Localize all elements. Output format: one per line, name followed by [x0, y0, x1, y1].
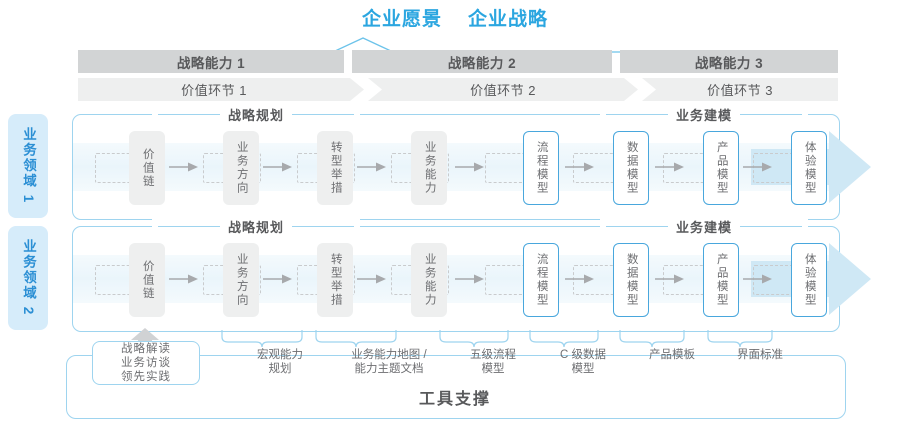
arrow-icon-r1-1: [169, 162, 198, 172]
arrow-icon-r2-1: [169, 274, 198, 284]
value-chain-label-2: 价值环节 2: [470, 83, 536, 98]
tool-caption-c-level-data-model: C 级数据模型: [560, 349, 606, 375]
capability-label-1: 战略能力 1: [176, 55, 246, 71]
arrow-icon-r1-3: [357, 162, 386, 172]
node-r1-business-direction[interactable]: 业务方向: [223, 131, 259, 205]
domain-label-1[interactable]: 业务领域 1: [8, 114, 48, 218]
node-r1-product-model[interactable]: 产品模型: [703, 131, 739, 205]
section-title-modeling-r2: 业务建模: [676, 219, 733, 235]
arrow-icon-r1-4: [455, 162, 484, 172]
tool-caption-capability-map-docs: 业务能力地图 /能力主题文档: [351, 349, 427, 375]
arrow-icon-r1-7: [743, 162, 772, 172]
node-r1-value-chain[interactable]: 价值链: [129, 131, 165, 205]
node-r2-business-capability[interactable]: 业务能力: [411, 243, 447, 317]
tool-caption-product-template: 产品模板: [649, 349, 695, 361]
tool-support-container: [66, 355, 846, 419]
tool-pill-line-3: 领先实践: [121, 371, 171, 383]
node-r1-process-model[interactable]: 流程模型: [523, 131, 559, 205]
tool-pill-strategy-inputs[interactable]: 战略解读 业务访谈 领先实践: [92, 341, 200, 385]
section-caption-modeling-row2: 业务建模: [600, 218, 809, 235]
section-line-right-icon: [292, 113, 355, 115]
section-line-left-icon: [606, 113, 668, 115]
node-r2-experience-model[interactable]: 体验模型: [791, 243, 827, 317]
value-chain-label-1: 价值环节 1: [181, 83, 247, 98]
value-chain-label-3: 价值环节 3: [707, 83, 773, 98]
node-r1-data-model[interactable]: 数据模型: [613, 131, 649, 205]
section-title-planning-r2: 战略规划: [228, 219, 285, 235]
business-domain-row-2: 价值链 业务方向 转型举措 业务能力 流程模型 数据模型 产品模型 体验模型: [72, 226, 871, 332]
enterprise-strategy-title: 企业战略: [468, 9, 549, 30]
value-chain-chevron-3[interactable]: 价值环节 3: [642, 78, 838, 101]
capability-bar-3[interactable]: 战略能力 3: [620, 50, 838, 73]
node-r1-transformation-measures[interactable]: 转型举措: [317, 131, 353, 205]
enterprise-vision-title: 企业愿景: [361, 9, 442, 30]
section-line-left-icon: [158, 225, 220, 227]
section-line-right-icon: [292, 225, 355, 227]
section-title-modeling-r1: 业务建模: [676, 107, 733, 123]
capability-label-3: 战略能力 3: [694, 55, 764, 71]
arrow-icon-r1-5: [565, 162, 594, 172]
tool-caption-five-level-process-model: 五级流程模型: [470, 349, 516, 375]
tool-pill-line-1: 战略解读: [121, 343, 171, 355]
arrow-icon-r2-3: [357, 274, 386, 284]
node-r2-business-direction[interactable]: 业务方向: [223, 243, 259, 317]
arrow-icon-r2-5: [565, 274, 594, 284]
node-r2-product-model[interactable]: 产品模型: [703, 243, 739, 317]
value-chain-chevron-2[interactable]: 价值环节 2: [368, 78, 638, 101]
section-line-right-icon: [740, 225, 803, 227]
node-r2-process-model[interactable]: 流程模型: [523, 243, 559, 317]
section-caption-planning-row1: 战略规划: [152, 106, 361, 123]
node-r2-transformation-measures[interactable]: 转型举措: [317, 243, 353, 317]
section-caption-modeling-row1: 业务建模: [600, 106, 809, 123]
capability-bar-2[interactable]: 战略能力 2: [352, 50, 612, 73]
node-r1-business-capability[interactable]: 业务能力: [411, 131, 447, 205]
node-r1-experience-model[interactable]: 体验模型: [791, 131, 827, 205]
arrow-icon-r1-6: [655, 162, 684, 172]
arrow-icon-r2-6: [655, 274, 684, 284]
tool-support-title: 工具支撑: [418, 391, 491, 408]
business-domain-row-1: 价值链 业务方向 转型举措 业务能力 流程模型 数据模型 产品模型 体验模型: [72, 114, 871, 220]
tool-caption-macro-capability-planning: 宏观能力规划: [257, 349, 303, 375]
arrow-icon-r2-2: [263, 274, 292, 284]
section-line-left-icon: [606, 225, 668, 227]
node-r2-data-model[interactable]: 数据模型: [613, 243, 649, 317]
arrow-icon-r2-4: [455, 274, 484, 284]
arrow-icon-r2-7: [743, 274, 772, 284]
section-line-right-icon: [740, 113, 803, 115]
node-r2-value-chain[interactable]: 价值链: [129, 243, 165, 317]
value-chain-chevron-1[interactable]: 价值环节 1: [78, 78, 364, 101]
tool-caption-ui-standard: 界面标准: [737, 349, 783, 361]
section-line-left-icon: [158, 113, 220, 115]
tool-pill-line-2: 业务访谈: [121, 357, 171, 369]
section-caption-planning-row2: 战略规划: [152, 218, 361, 235]
capability-bar-1[interactable]: 战略能力 1: [78, 50, 344, 73]
domain-label-2[interactable]: 业务领域 2: [8, 226, 48, 330]
section-title-planning-r1: 战略规划: [228, 107, 285, 123]
capability-label-2: 战略能力 2: [447, 55, 517, 71]
vision-strategy-header: 企业愿景 企业战略: [0, 4, 910, 31]
arrow-icon-r1-2: [263, 162, 292, 172]
